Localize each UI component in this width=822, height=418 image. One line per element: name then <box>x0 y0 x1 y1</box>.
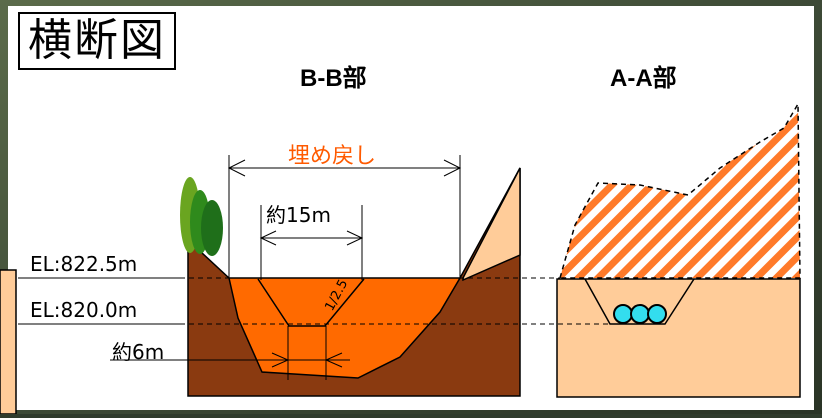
el-822-label: EL:822.5m <box>30 252 138 276</box>
pipe-icon <box>613 304 667 324</box>
tree-icon <box>180 177 223 256</box>
left-inset-map <box>0 269 17 415</box>
page-title: 横断図 <box>18 12 176 70</box>
bottom-width-label: 約6m <box>112 340 165 364</box>
bb-backfill <box>228 277 462 379</box>
section-aa-label: A-A部 <box>610 65 677 92</box>
aa-section <box>556 101 801 398</box>
bb-section <box>110 155 521 397</box>
bb-right-bank <box>462 167 521 282</box>
aa-ground <box>556 278 801 398</box>
aa-trench <box>584 278 695 325</box>
backfill-label: 埋め戻し <box>288 144 377 169</box>
channel-width-label: 約15m <box>266 203 331 227</box>
section-bb-label: B-B部 <box>300 65 367 92</box>
bb-channel-outline <box>257 278 365 327</box>
el-820-label: EL:820.0m <box>30 298 138 322</box>
aa-removed-soil <box>559 101 801 279</box>
